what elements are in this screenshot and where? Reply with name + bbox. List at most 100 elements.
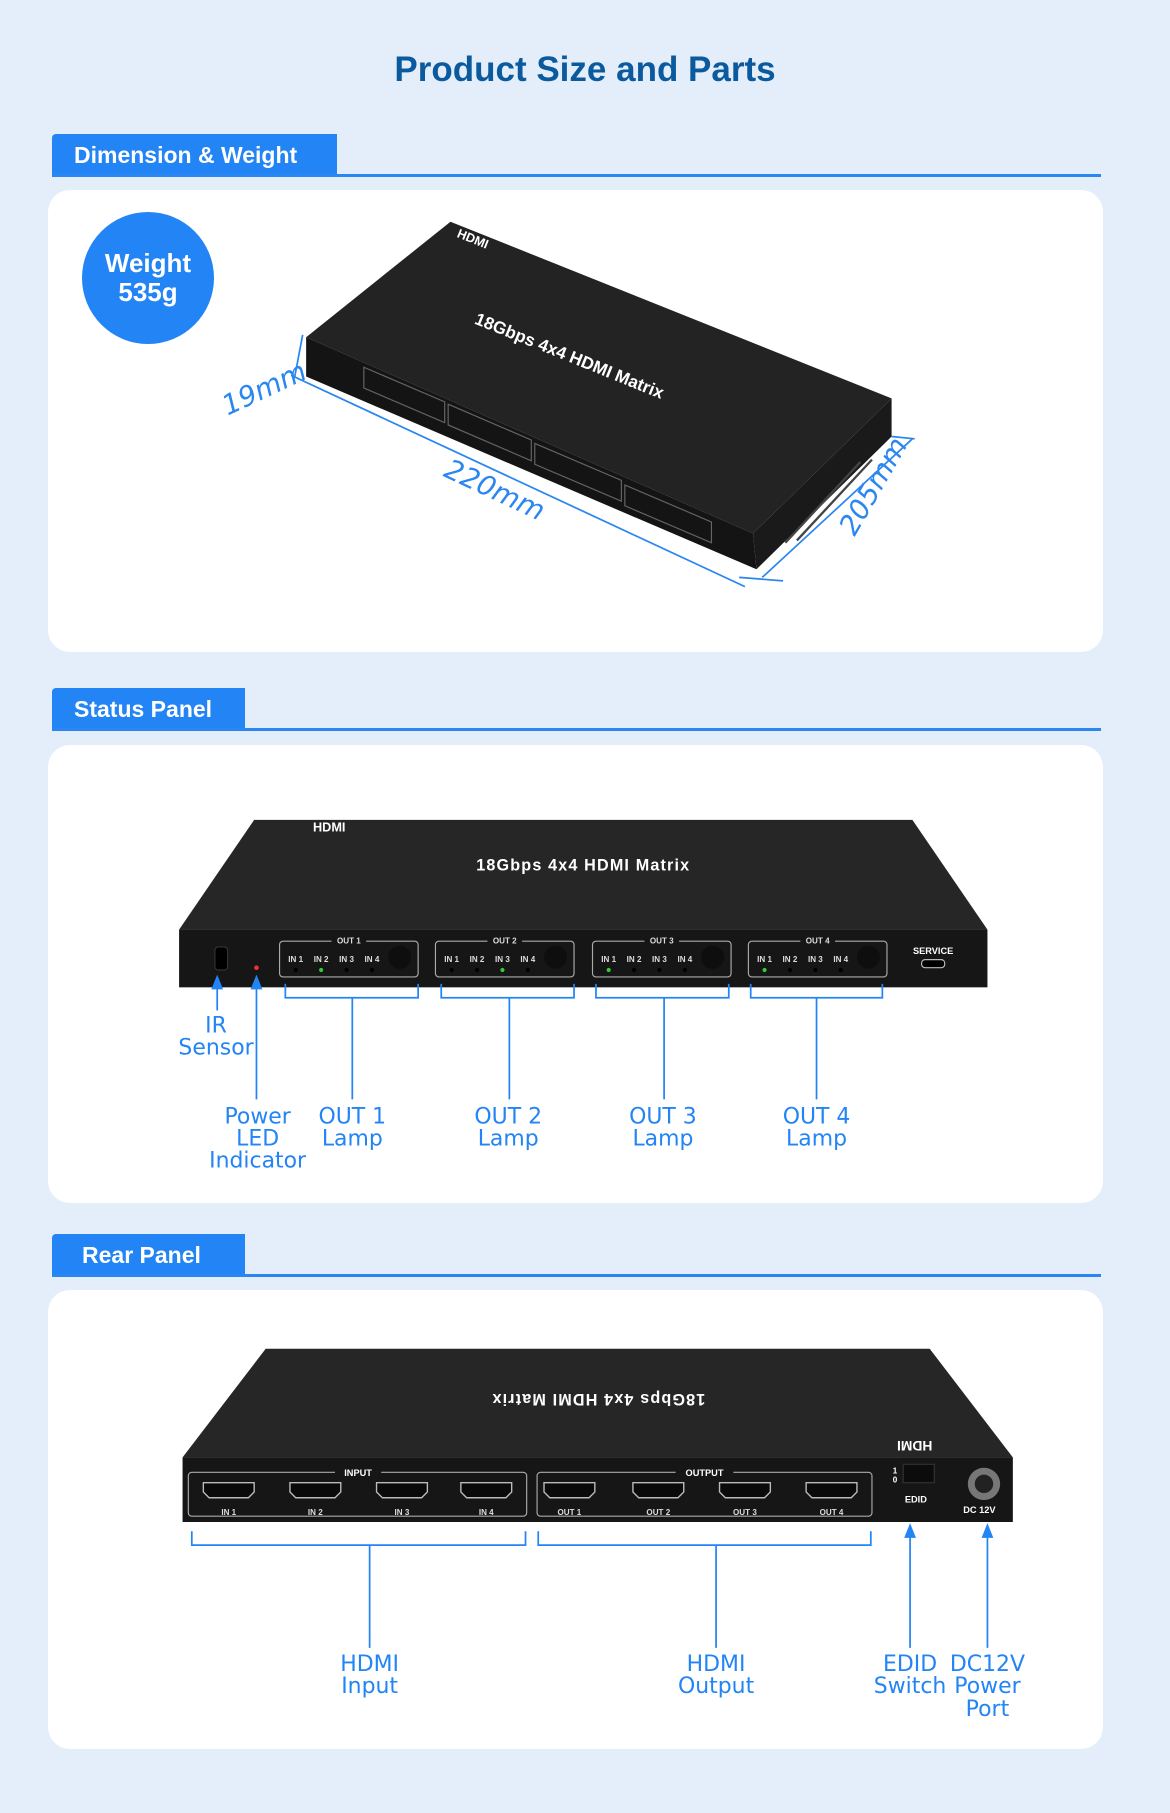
weight-label: Weight xyxy=(104,248,192,278)
label-out2: Lamp xyxy=(478,1127,539,1152)
status-led xyxy=(682,967,687,973)
out-lamp-group: OUT 2 IN 1 IN 2 IN 3 IN 4 xyxy=(434,934,575,978)
in-label: IN 2 xyxy=(314,955,329,964)
label-power: Power xyxy=(224,1105,291,1130)
port-label: IN 3 xyxy=(395,1508,410,1517)
port-label: OUT 4 xyxy=(820,1508,844,1517)
label-power: Indicator xyxy=(209,1148,307,1173)
in-label: IN 3 xyxy=(652,955,667,964)
status-led xyxy=(606,967,611,973)
in-label: IN 2 xyxy=(783,955,798,964)
label-out1: Lamp xyxy=(322,1127,383,1152)
in-label: IN 4 xyxy=(677,955,692,964)
label-ir: Sensor xyxy=(178,1035,254,1060)
in-label: IN 1 xyxy=(601,955,616,964)
label-out2: OUT 2 xyxy=(474,1105,542,1130)
select-button[interactable] xyxy=(544,945,568,969)
hdmi-port[interactable]: IN 2 xyxy=(289,1482,342,1517)
in-label: IN 2 xyxy=(627,955,642,964)
section-header-rear: Rear Panel xyxy=(52,1234,245,1277)
switch-1: 1 xyxy=(893,1466,898,1475)
divider xyxy=(52,728,1101,731)
device-text: 18Gbps 4x4 HDMI Matrix xyxy=(476,857,690,875)
out-title: OUT 2 xyxy=(493,936,517,945)
hdmi-port[interactable]: OUT 3 xyxy=(718,1482,772,1517)
in-label: IN 3 xyxy=(495,955,510,964)
hdmi-port[interactable]: OUT 2 xyxy=(632,1482,685,1517)
label-out3: Lamp xyxy=(632,1127,693,1152)
hdmi-logo: HDMI xyxy=(313,820,345,834)
port-label: IN 4 xyxy=(479,1508,494,1517)
status-annotations xyxy=(211,974,884,1100)
select-button[interactable] xyxy=(856,945,881,969)
status-led xyxy=(319,967,324,973)
in-label: IN 4 xyxy=(365,955,380,964)
in-label: IN 4 xyxy=(833,955,848,964)
port-label: OUT 2 xyxy=(646,1508,670,1517)
service-port[interactable] xyxy=(921,959,946,969)
label-hdmi-input: Input xyxy=(341,1674,398,1699)
label-dc: Power xyxy=(954,1674,1021,1699)
status-led xyxy=(657,967,662,973)
dimension-lines xyxy=(290,334,915,588)
divider xyxy=(52,174,1101,177)
device-isometric: HDMI 18Gbps 4x4 HDMI Matrix xyxy=(306,221,892,570)
port-label: OUT 3 xyxy=(733,1508,757,1517)
in-label: IN 3 xyxy=(808,955,823,964)
hdmi-port[interactable]: IN 1 xyxy=(202,1482,255,1517)
port-label: IN 2 xyxy=(308,1508,323,1517)
rear-annotations xyxy=(190,1523,994,1648)
hdmi-port[interactable]: OUT 1 xyxy=(543,1482,596,1517)
input-title: INPUT xyxy=(344,1468,372,1478)
label-out4: OUT 4 xyxy=(783,1105,851,1130)
status-led xyxy=(813,967,818,973)
height-dimension: 19mm xyxy=(217,354,312,422)
label-hdmi-output: HDMI xyxy=(687,1652,746,1677)
in-label: IN 1 xyxy=(757,955,772,964)
out-title: OUT 1 xyxy=(337,936,361,945)
label-dc: Port xyxy=(966,1697,1010,1722)
status-led xyxy=(344,967,349,973)
out-title: OUT 3 xyxy=(650,936,674,945)
select-button[interactable] xyxy=(701,945,725,969)
label-out1: OUT 1 xyxy=(318,1105,386,1130)
hdmi-port[interactable]: IN 4 xyxy=(460,1482,513,1517)
weight-value: 535g xyxy=(118,277,178,307)
service-label: SERVICE xyxy=(913,946,953,956)
status-led xyxy=(838,967,843,973)
status-led xyxy=(369,967,375,973)
status-led xyxy=(449,967,454,973)
device-front: HDMI 18Gbps 4x4 HDMI Matrix SERVICE OUT … xyxy=(179,819,988,988)
label-edid: Switch xyxy=(874,1674,947,1699)
out-lamp-group: OUT 4 IN 1 IN 2 IN 3 IN 4 xyxy=(747,934,888,978)
port-label: OUT 1 xyxy=(558,1508,582,1517)
switch-0: 0 xyxy=(893,1476,898,1485)
divider xyxy=(52,1274,1101,1277)
label-out4: Lamp xyxy=(786,1127,847,1152)
out-title: OUT 4 xyxy=(806,936,830,945)
in-label: IN 1 xyxy=(444,955,459,964)
in-label: IN 2 xyxy=(470,955,485,964)
hdmi-port[interactable]: IN 3 xyxy=(375,1482,429,1517)
device-text: 18Gbps 4x4 HDMI Matrix xyxy=(491,1390,705,1408)
status-led xyxy=(474,967,480,973)
status-led xyxy=(787,967,793,973)
section-header-dimension: Dimension & Weight xyxy=(52,134,337,177)
ir-sensor xyxy=(214,946,229,971)
status-led xyxy=(525,967,530,973)
label-hdmi-input: HDMI xyxy=(340,1652,399,1677)
select-button[interactable] xyxy=(388,945,412,969)
in-label: IN 3 xyxy=(339,955,354,964)
in-label: IN 4 xyxy=(520,955,535,964)
status-led xyxy=(293,967,298,973)
port-label: IN 1 xyxy=(221,1508,236,1517)
label-power: LED xyxy=(236,1127,279,1152)
page-title: Product Size and Parts xyxy=(394,50,776,89)
output-title: OUTPUT xyxy=(686,1468,724,1478)
hdmi-port[interactable]: OUT 4 xyxy=(805,1482,858,1517)
edid-label: EDID xyxy=(905,1494,927,1504)
edid-switch[interactable] xyxy=(902,1463,935,1484)
label-ir: IR xyxy=(205,1013,227,1038)
